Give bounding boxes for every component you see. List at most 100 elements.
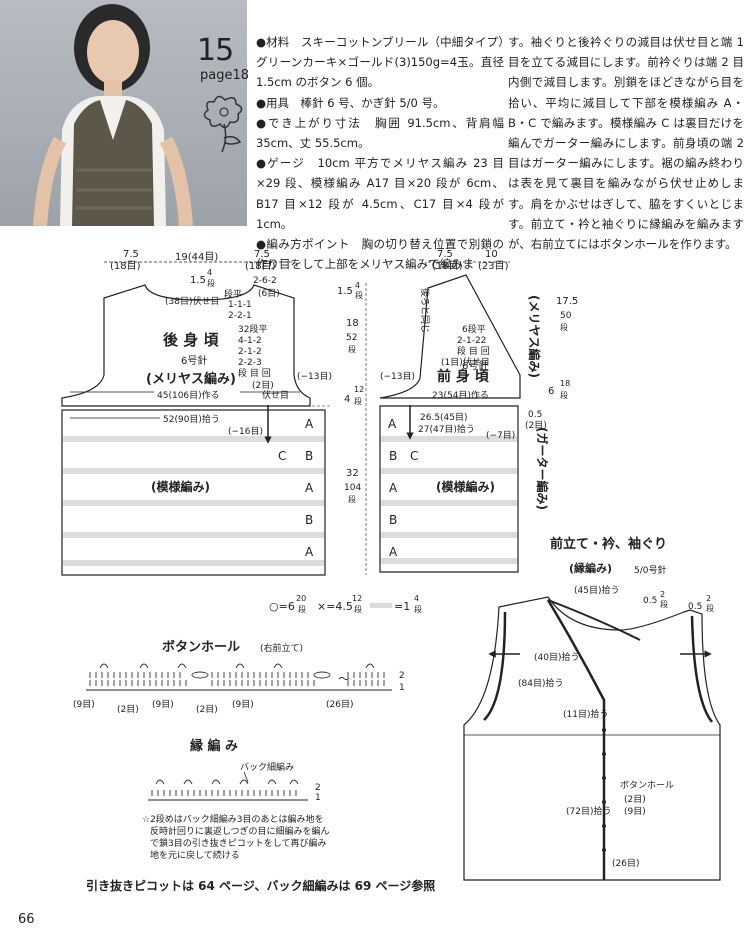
row-label: A [389, 481, 398, 495]
edging-note: ☆2段めはバック細編み3目のあとは編み地を [142, 813, 324, 825]
legend-bar-units: 4 [414, 594, 419, 603]
height-label: 4 [355, 281, 360, 290]
bind-off-label: (38目)伏せ目 [165, 295, 219, 307]
dec-label: 1-1-1 [228, 300, 252, 310]
dim-label: 7.5 [437, 249, 453, 260]
pick-label: (11目)拾う [563, 708, 608, 720]
dim-label: (18目) [245, 261, 276, 272]
dim-label: 段 [207, 278, 215, 288]
height-label: 18 [560, 379, 570, 388]
dim-label: 7.5 [123, 249, 139, 260]
armhole-dec: 段 目 回 [238, 367, 271, 379]
height-label: 1.5 [337, 286, 353, 297]
pickup-label: 52(90目)拾う [163, 413, 220, 425]
row-label: C [278, 449, 286, 463]
height-label: 段 [355, 290, 363, 300]
height-label: 段 [348, 494, 356, 504]
buttonhole-sub: (右前立て) [260, 642, 303, 654]
st-count: (26目) [326, 699, 353, 710]
back-body-title: 後 身 頃 [162, 331, 219, 349]
height-label: 段 [560, 322, 568, 332]
row-num: 2 [399, 671, 405, 681]
shoulder-suffix: 段 [660, 599, 668, 609]
row-label: A [305, 417, 314, 431]
spec-line: ●用具 棒針 6 号、かぎ針 5/0 号。 [256, 95, 445, 110]
height-label: 104 [344, 483, 361, 493]
dec-label: 段平 [224, 288, 242, 300]
height-label: 12 [354, 385, 364, 394]
neck-dec: 段 目 回 [457, 345, 490, 357]
finishing-diagram: 前立て・衿、袖ぐり (縁編み) 5/0号針 (45目)拾う 0.5 2 段 0.… [463, 536, 721, 881]
height-label: 段 [354, 396, 362, 406]
edging-note: 反時計回りに裏返しつぎの目に細編みを編ん [150, 825, 329, 837]
row-label: B [305, 449, 313, 463]
height-label: 50 [560, 311, 572, 321]
neck-dec: 6段平 [462, 323, 486, 335]
row-label: A [305, 545, 314, 559]
dim-label: (23目) [478, 261, 509, 272]
page-ref: page18 [200, 68, 250, 83]
edging-note: で鎖3目の引き抜きピコットをして再び編み [150, 837, 326, 849]
dec-label: 2-2-1 [228, 311, 252, 321]
pick-label: (72目)拾う [566, 805, 611, 817]
neck-dec: (1目)伏せ目 [441, 356, 490, 368]
st-count: (9目) [152, 699, 174, 710]
instructions-text: す。袖ぐりと後衿ぐりの減目は伏せ目と端 1 目を立てる減目にします。前衿ぐりは端… [508, 35, 744, 252]
back-body-diagram: 7.5 (18目) 19(44目) 7.5 (18目) 1.5 4 段 2-6-… [61, 249, 332, 576]
edging-chart: 縁 編 み バック細編み 2 1 ☆2段めはバック細編み3目のあとは編み地を 反… [142, 738, 329, 861]
legend-cross-suffix: 段 [354, 604, 362, 614]
row-num: 1 [399, 683, 405, 693]
cast-on-label: 23(54目)作る [432, 389, 489, 401]
pick-label: (45目)拾う [574, 584, 619, 596]
row-num: 1 [315, 793, 321, 803]
edge-st: (2目) [525, 420, 547, 431]
shoulder-suffix: 段 [706, 603, 714, 613]
buttonhole-title: ボタンホール [162, 639, 240, 655]
spec-line: ●でき上がり寸法 胸囲 91.5cm、背肩幅 35cm、丈 55.5cm。 [256, 115, 504, 151]
buttonhole-label: ボタンホール [620, 780, 674, 791]
flower-icon [203, 95, 243, 153]
back-sc-note: バック細編み [240, 761, 294, 773]
st-count: (9目) [73, 699, 95, 710]
armhole-dec: 4-1-2 [238, 336, 262, 346]
model-photo-illustration [33, 4, 193, 226]
legend-cross: ×=4.5 [317, 600, 353, 613]
front-body-diagram: 7.5 (18目) 10 (23目) 後ろと同じ 6段平 2-1-22 段 目 … [379, 249, 578, 573]
garter-label: (ガーター編み) [535, 427, 550, 510]
pick-label: (84目)拾う [518, 677, 563, 689]
height-label: 段 [560, 390, 568, 400]
dim-label: 1.5 [190, 275, 206, 286]
armhole-dec: 伏せ目 [262, 389, 289, 401]
shoulder-label: 0.5 [643, 596, 657, 606]
armhole-dec: (2目) [252, 380, 274, 391]
legend-bar-suffix: 段 [414, 604, 422, 614]
pattern-number: 15 [197, 33, 234, 68]
neck-dec: 2-1-22 [457, 336, 486, 346]
spec-line: ●材料 スキーコットンブリール（中細タイプ）グリーンカーキ×ゴールド(3)150… [256, 35, 504, 90]
legend-bar: =1 [394, 600, 410, 613]
spec-line: ●編み方ポイント 胸の切り替え位置で別鎖の作り目をして上部をメリヤス編みで編みま [256, 237, 504, 272]
pickup-dec: (−7目) [486, 430, 515, 441]
dim-label: 4 [207, 268, 212, 277]
st-count: (2目) [196, 704, 218, 715]
needle-size: 6号針 [181, 354, 207, 367]
height-label: 段 [348, 344, 356, 354]
dim-label: 7.5 [254, 249, 270, 260]
armhole-dec: 32段平 [238, 323, 267, 335]
row-label: C [410, 449, 418, 463]
finishing-stitch: (縁編み) [569, 561, 612, 575]
height-dimensions: 1.5 4 段 18 52 段 4 12 段 32 104 段 [337, 281, 367, 575]
stitch-type: (メリヤス編み) [146, 371, 236, 387]
dim-label: (18目) [432, 261, 463, 272]
height-label: 4 [344, 394, 350, 405]
cast-on-label: 26.5(45目) [420, 412, 468, 423]
armhole-dec: 2-2-3 [238, 358, 262, 368]
material-spec: ●材料 スキーコットンブリール（中細タイプ）グリーンカーキ×ゴールド(3)150… [256, 32, 504, 274]
buttonhole-chart: ボタンホール (右前立て) 〜 2 1 (9目) (2目) (9目) (2目) … [73, 639, 405, 715]
needle-size: 6号針 [462, 359, 488, 372]
legend-circle-suffix: 段 [298, 604, 306, 614]
row-legend: ○=6 20 段 ×=4.5 12 段 =1 4 段 [269, 594, 422, 614]
side-dec: (−13目) [380, 371, 415, 382]
spec-line: ●ゲージ 10cm 平方でメリヤス編み 23 目×29 段、模様編み A17 目… [256, 156, 504, 231]
